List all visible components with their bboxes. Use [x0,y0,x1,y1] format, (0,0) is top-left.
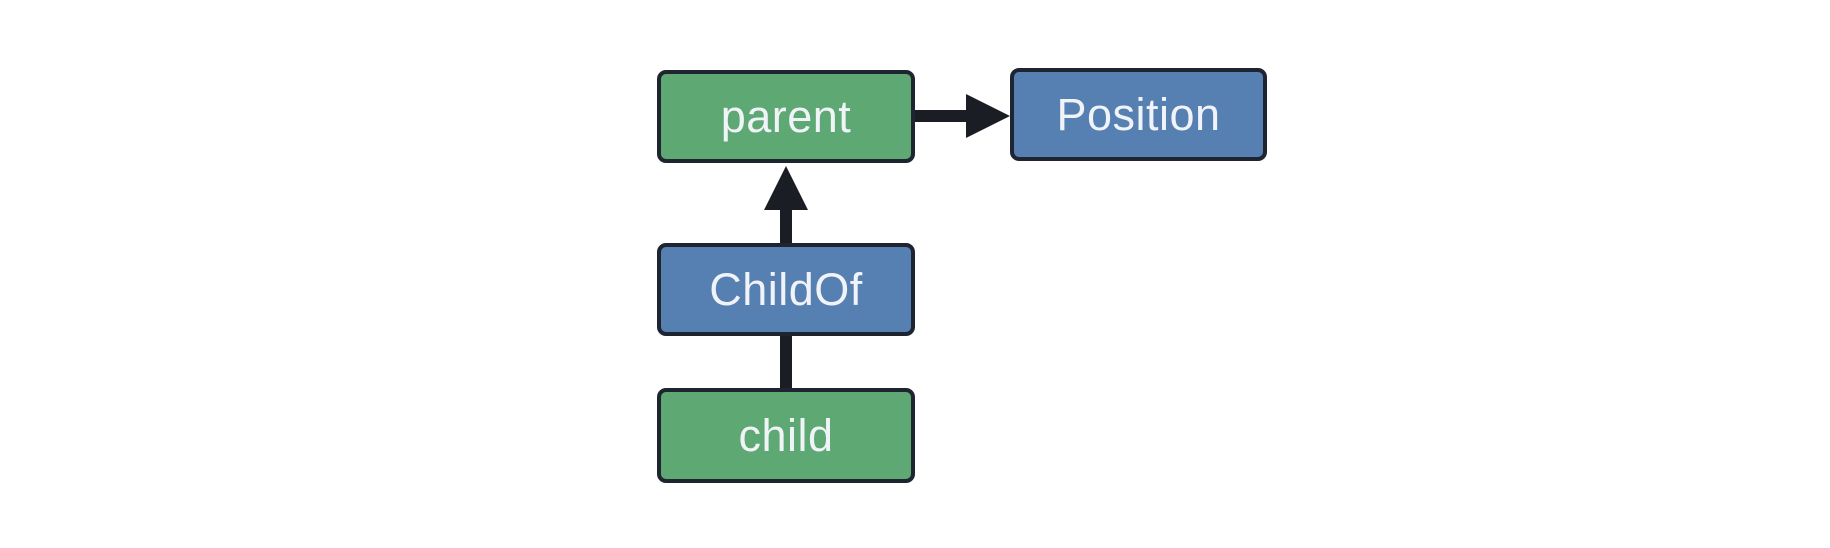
node-childof: ChildOf [657,243,915,336]
arrowhead-right-icon [966,94,1010,138]
node-childof-label: ChildOf [709,264,863,315]
node-parent: parent [657,70,915,163]
node-position: Position [1010,68,1267,161]
node-position-label: Position [1056,89,1221,140]
node-parent-label: parent [720,91,852,142]
edge-childof-to-parent-line [780,207,792,243]
arrowhead-up-icon [764,166,808,210]
node-child-label: child [738,410,834,461]
edge-parent-to-position-line [915,110,968,122]
edge-child-to-childof-line [780,336,792,388]
node-child: child [657,388,915,483]
